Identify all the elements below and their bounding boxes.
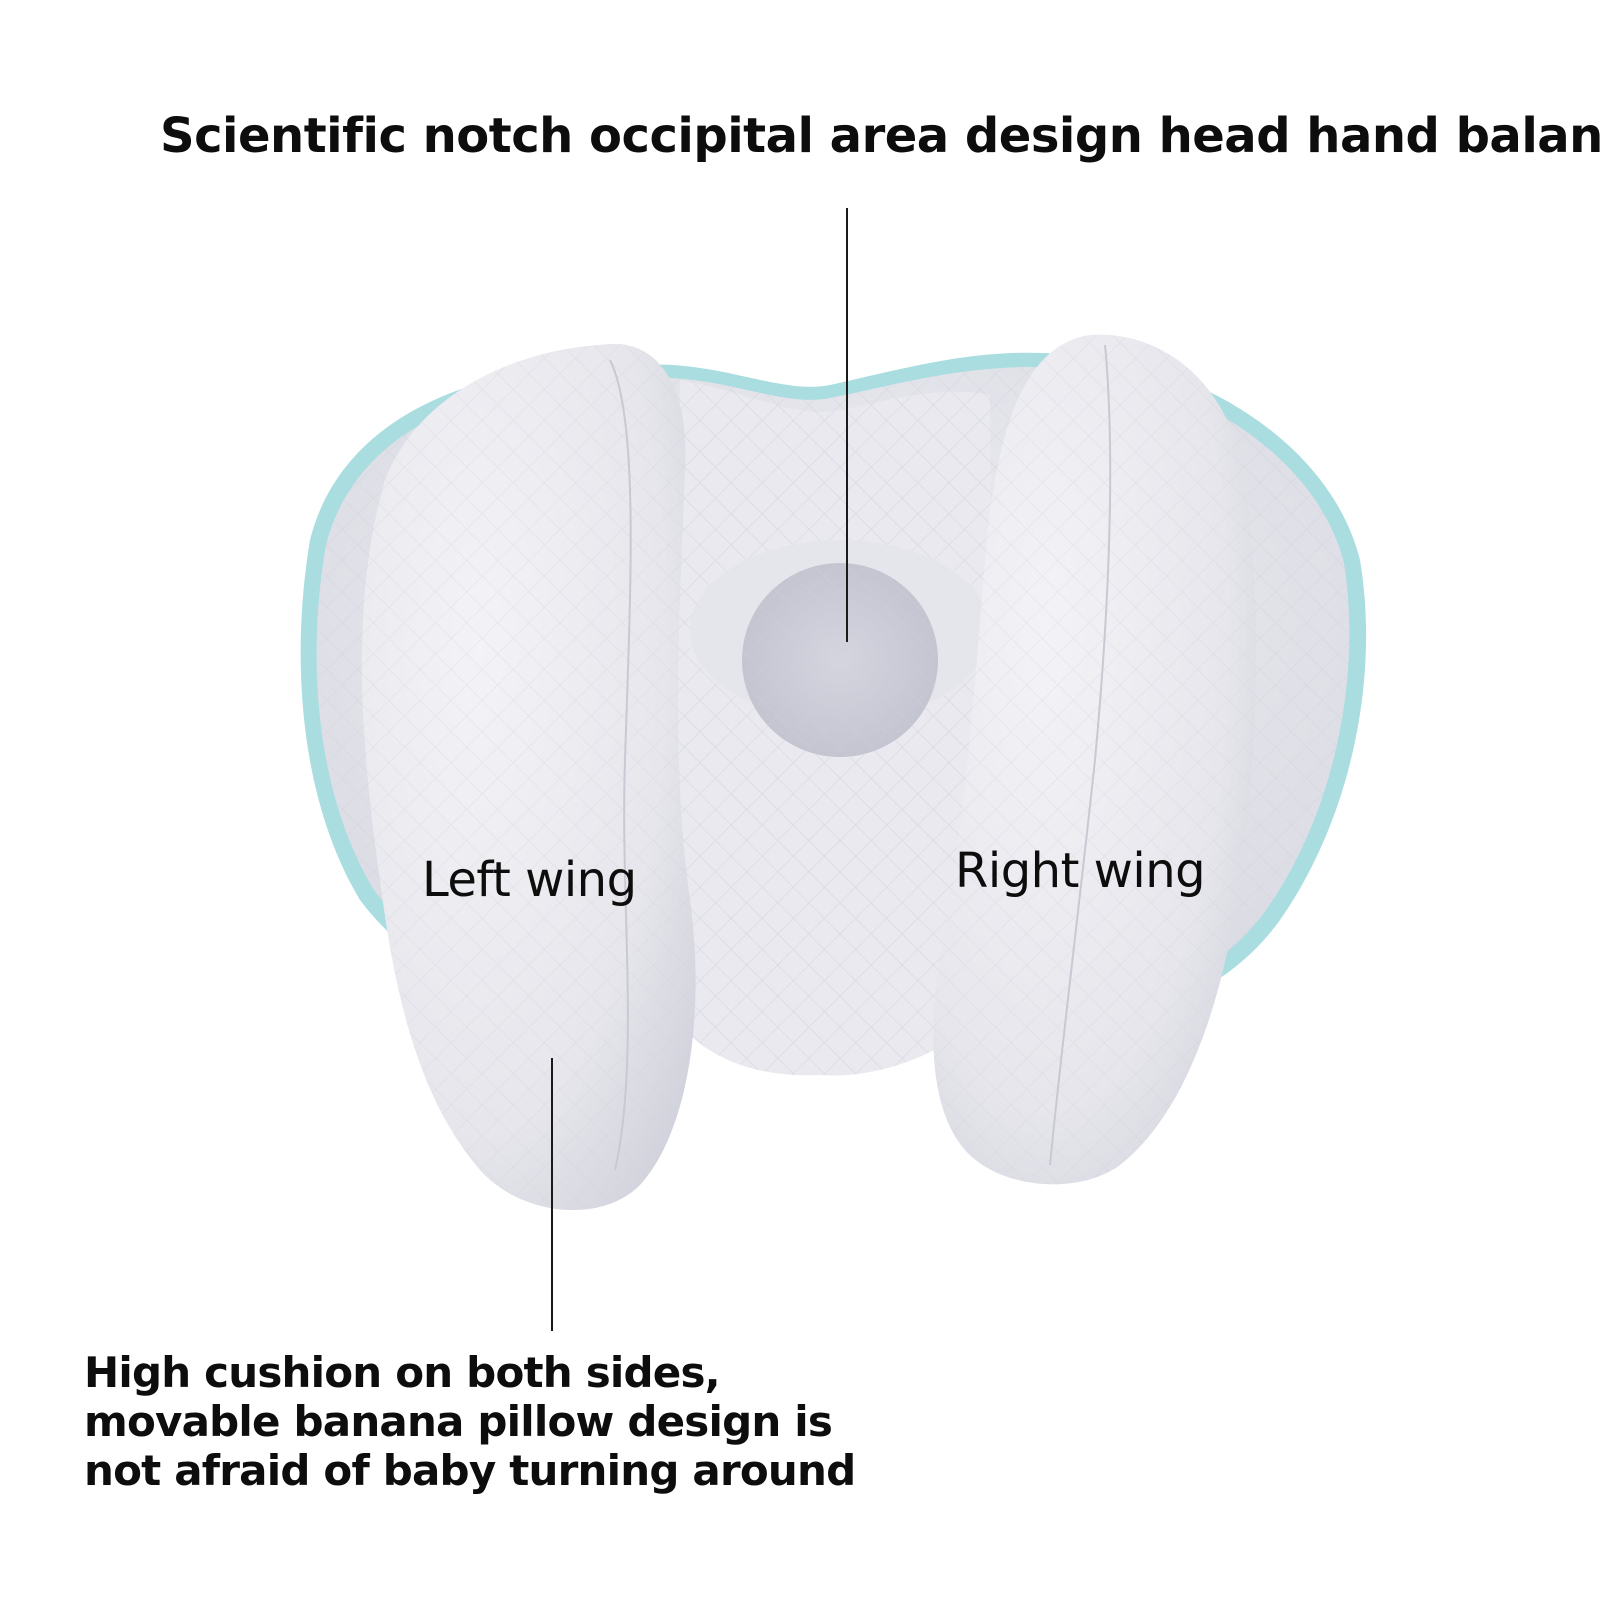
high-cushion-callout-line-1: High cushion on both sides, [84, 1348, 721, 1397]
high-cushion-callout-line-2: movable banana pillow design is [84, 1397, 833, 1446]
right-wing-cushion [933, 334, 1256, 1185]
left-wing-label: Left wing [422, 852, 637, 908]
high-cushion-callout-line-3: not afraid of baby turning around [84, 1446, 856, 1495]
left-wing-cushion [361, 343, 696, 1211]
occipital-notch-callout: Scientific notch occipital area design h… [160, 108, 1601, 164]
occipital-notch [742, 563, 938, 757]
right-wing-label: Right wing [955, 843, 1206, 899]
high-cushion-callout: High cushion on both sides, movable bana… [84, 1348, 856, 1495]
